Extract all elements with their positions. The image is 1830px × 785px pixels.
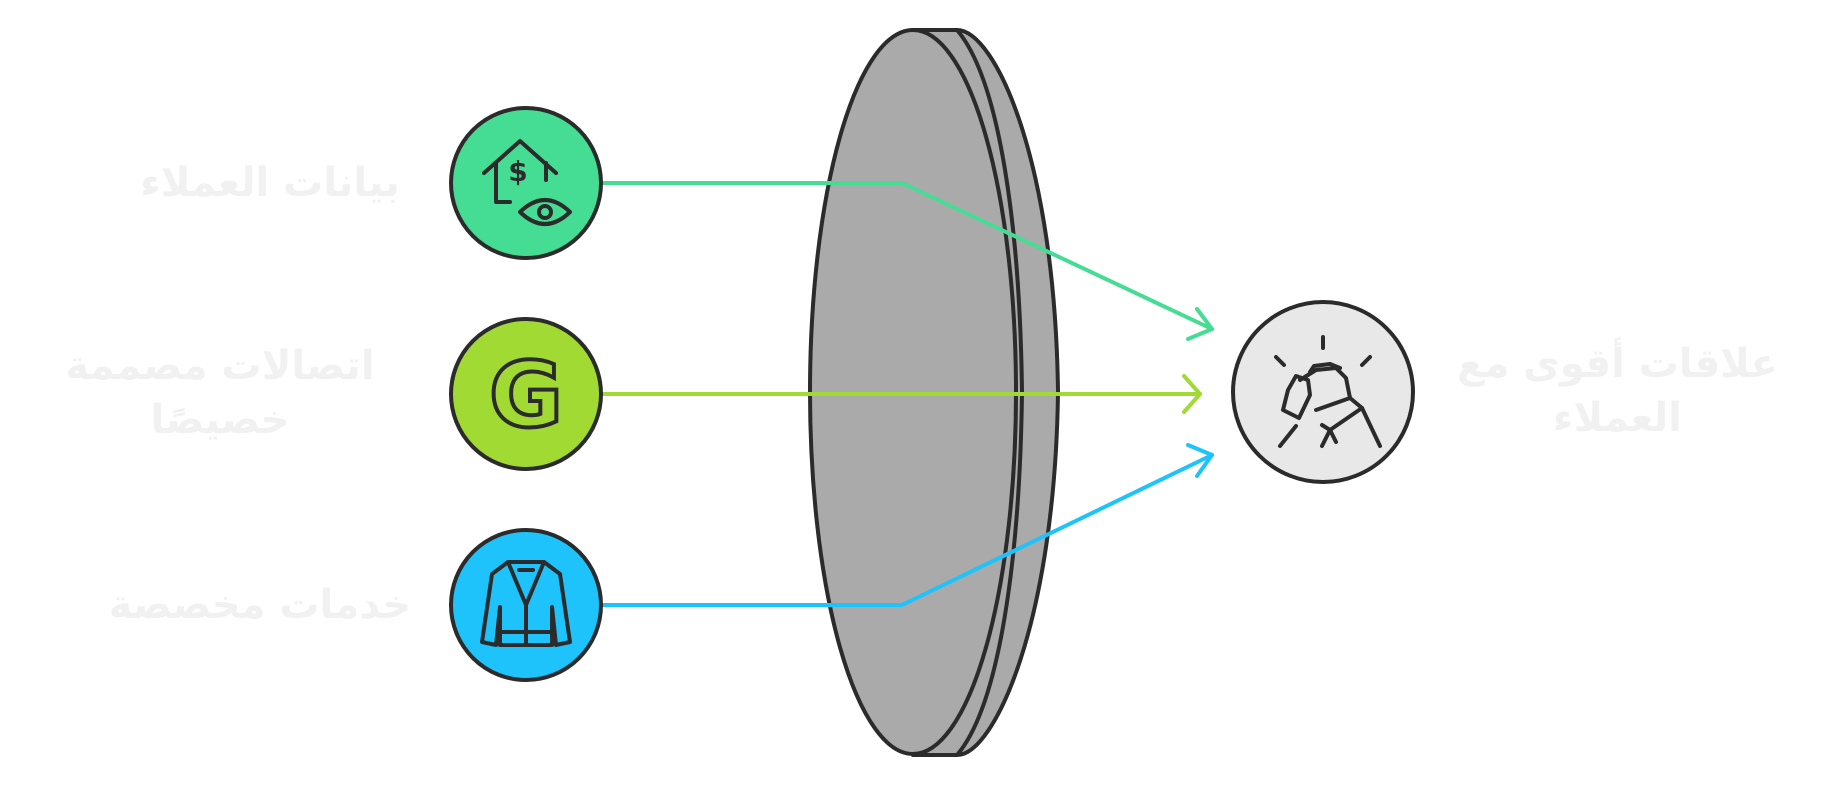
arrow-green	[598, 181, 1214, 341]
handshake-icon	[1274, 335, 1382, 448]
label-custom-services: خدمات مخصصة	[108, 582, 412, 628]
label-customer-data: بيانات العملاء	[140, 160, 400, 206]
output-node-stronger-relationships	[1231, 300, 1415, 484]
arrow-lime	[598, 374, 1202, 414]
arrow-blue	[598, 443, 1214, 607]
input-node-customer-data: $	[449, 106, 603, 260]
svg-text:G: G	[489, 343, 563, 448]
svg-text:$: $	[508, 155, 527, 188]
jacket-icon	[480, 560, 572, 647]
letter-g-icon: G	[487, 341, 565, 450]
house-dollar-eye-icon: $	[482, 139, 572, 226]
input-node-tailored-communications: G	[449, 317, 603, 471]
label-tailored-communications: اتصالات مصممة خصيصًا	[65, 343, 375, 443]
input-node-custom-services	[449, 528, 603, 682]
label-stronger-relationships: علاقات أقوى مع العملاء	[1457, 341, 1778, 441]
arrows	[598, 181, 1214, 607]
